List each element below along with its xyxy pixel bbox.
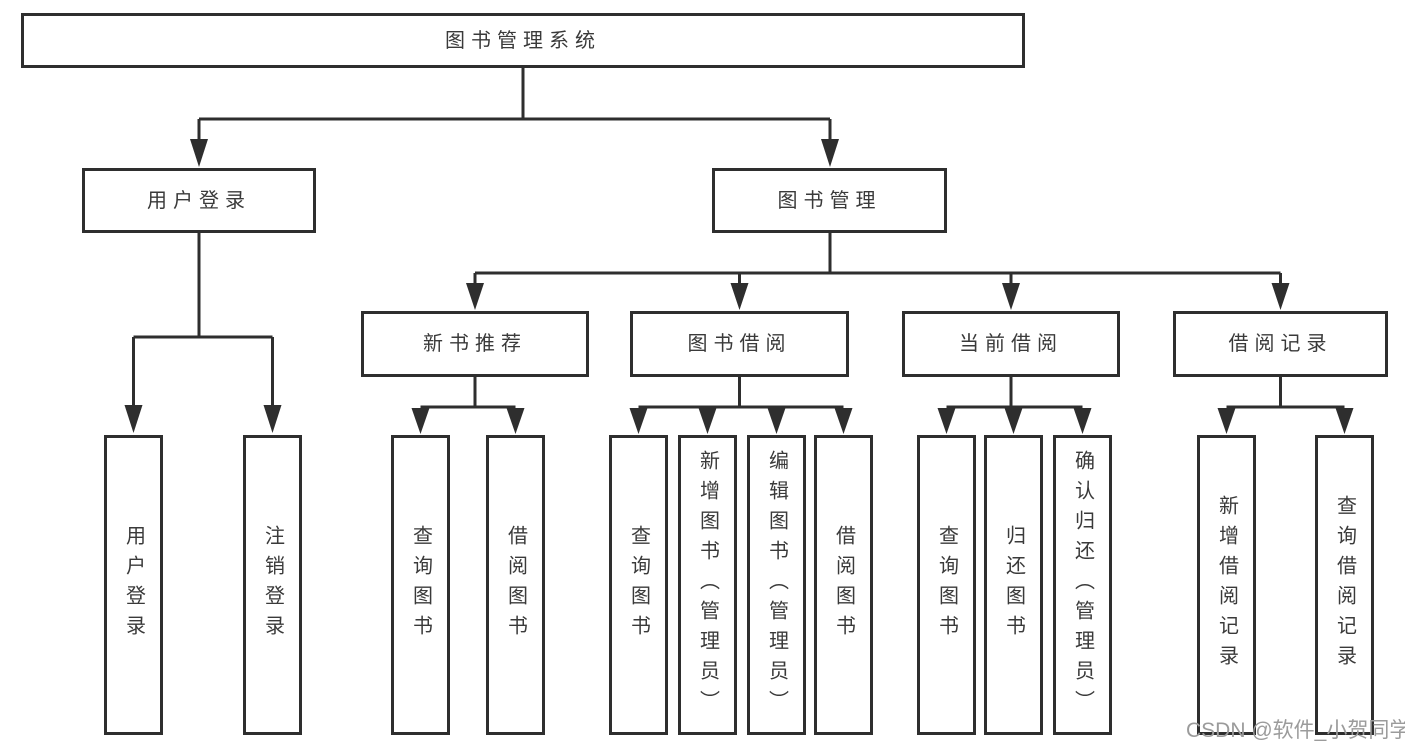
leaf-return-books: 归还图书 — [984, 435, 1043, 735]
leaf-query-borrow-record: 查询借阅记录 — [1315, 435, 1374, 735]
leaf-logout: 注销登录 — [243, 435, 302, 735]
node-label: 借阅记录 — [1228, 333, 1333, 355]
node-new-book-recommend: 新书推荐 — [361, 311, 589, 377]
node-label: 当前借阅 — [959, 333, 1063, 355]
node-current-borrowing: 当前借阅 — [902, 311, 1120, 377]
node-label: 图书借阅 — [687, 333, 792, 355]
leaf-borrow-books-recommend: 借阅图书 — [486, 435, 545, 735]
node-user-login: 用户登录 — [82, 168, 316, 233]
node-label: 新书推荐 — [423, 333, 527, 355]
node-borrow-records: 借阅记录 — [1173, 311, 1388, 377]
leaf-borrow-books-borrowing: 借阅图书 — [814, 435, 873, 735]
leaf-query-books-recommend: 查询图书 — [391, 435, 450, 735]
node-label: 用户登录 — [147, 189, 251, 212]
node-book-borrowing: 图书借阅 — [630, 311, 849, 377]
leaf-add-borrow-record: 新增借阅记录 — [1197, 435, 1256, 735]
leaf-user-login: 用户登录 — [104, 435, 163, 735]
csdn-watermark: CSDN @软件_小贺同学 — [1186, 719, 1405, 742]
leaf-add-books-admin: 新增图书（管理员） — [678, 435, 737, 735]
leaf-query-books-current: 查询图书 — [917, 435, 976, 735]
leaf-query-books-borrowing: 查询图书 — [609, 435, 668, 735]
node-label: 图书管理系统 — [445, 29, 601, 52]
leaf-edit-books-admin: 编辑图书（管理员） — [747, 435, 806, 735]
node-book-management: 图书管理 — [712, 168, 947, 233]
leaf-confirm-return-admin: 确认归还（管理员） — [1053, 435, 1112, 735]
node-library-management-system: 图书管理系统 — [21, 13, 1025, 68]
node-label: 图书管理 — [777, 189, 882, 212]
